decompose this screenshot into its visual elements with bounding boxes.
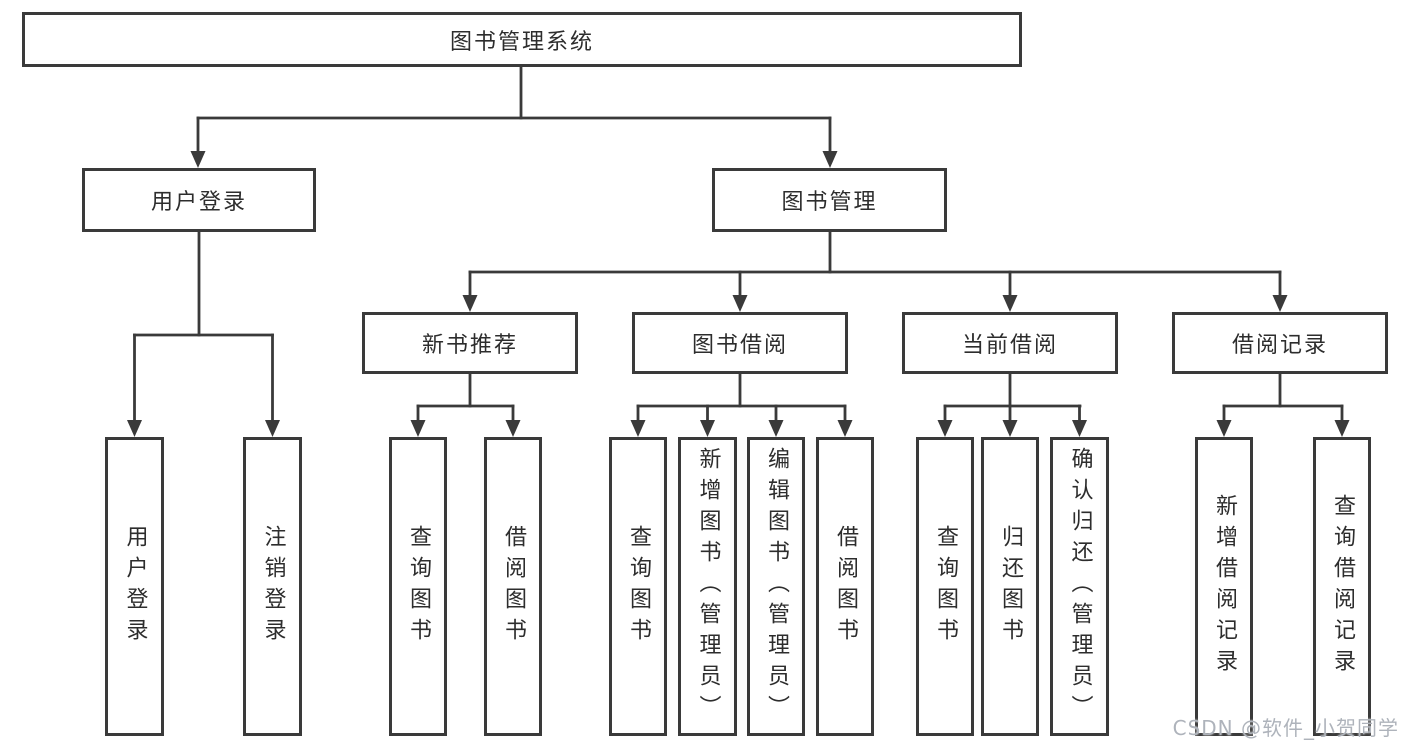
node-user-login-label: 用户登录 xyxy=(150,190,247,215)
watermark: CSDN @软件_小贺同学 xyxy=(1172,716,1399,740)
node-root-label: 图书管理系统 xyxy=(449,29,594,55)
leaf-borrow-books-recommend: 借阅图书 xyxy=(484,437,542,736)
leaf-logout: 注销登录 xyxy=(243,437,302,736)
node-book-borrowing: 图书借阅 xyxy=(632,312,848,374)
leaf-edit-book-admin-label: 编辑图书（管理员） xyxy=(764,447,789,726)
leaf-confirm-return-admin-label: 确认归还（管理员） xyxy=(1067,447,1093,726)
leaf-user-login: 用户登录 xyxy=(105,437,164,736)
leaf-query-borrow-record-label: 查询借阅记录 xyxy=(1330,493,1355,680)
node-book-management: 图书管理 xyxy=(712,168,947,232)
leaf-borrow-books-label: 借阅图书 xyxy=(833,524,858,649)
leaf-add-borrow-record: 新增借阅记录 xyxy=(1195,437,1253,736)
leaf-query-books-current: 查询图书 xyxy=(916,437,974,736)
leaf-query-books-borrow: 查询图书 xyxy=(609,437,667,736)
node-current-borrowing: 当前借阅 xyxy=(902,312,1118,374)
leaf-add-book-admin-label: 新增图书（管理员） xyxy=(695,447,721,726)
leaf-query-books-current-label: 查询图书 xyxy=(933,524,958,649)
leaf-confirm-return-admin: 确认归还（管理员） xyxy=(1050,437,1109,736)
leaf-add-book-admin: 新增图书（管理员） xyxy=(678,437,737,736)
leaf-logout-label: 注销登录 xyxy=(260,524,286,649)
node-book-management-label: 图书管理 xyxy=(781,190,878,215)
leaf-add-borrow-record-label: 新增借阅记录 xyxy=(1212,493,1237,680)
leaf-borrow-books-recommend-label: 借阅图书 xyxy=(501,524,526,649)
leaf-query-books-borrow-label: 查询图书 xyxy=(626,524,651,649)
leaf-query-books-recommend-label: 查询图书 xyxy=(406,524,431,649)
leaf-borrow-books: 借阅图书 xyxy=(816,437,874,736)
leaf-query-borrow-record: 查询借阅记录 xyxy=(1313,437,1371,736)
node-current-borrowing-label: 当前借阅 xyxy=(961,333,1058,358)
node-book-borrowing-label: 图书借阅 xyxy=(691,333,788,358)
leaf-query-books-recommend: 查询图书 xyxy=(389,437,447,736)
node-user-login: 用户登录 xyxy=(82,168,316,232)
leaf-return-book-label: 归还图书 xyxy=(998,524,1023,649)
leaf-return-book: 归还图书 xyxy=(981,437,1039,736)
leaf-user-login-label: 用户登录 xyxy=(122,524,148,649)
node-borrowing-records: 借阅记录 xyxy=(1172,312,1388,374)
node-new-book-recommend: 新书推荐 xyxy=(362,312,578,374)
node-new-book-recommend-label: 新书推荐 xyxy=(421,333,518,358)
node-root: 图书管理系统 xyxy=(22,12,1022,67)
node-borrowing-records-label: 借阅记录 xyxy=(1231,333,1328,358)
leaf-edit-book-admin: 编辑图书（管理员） xyxy=(747,437,805,736)
